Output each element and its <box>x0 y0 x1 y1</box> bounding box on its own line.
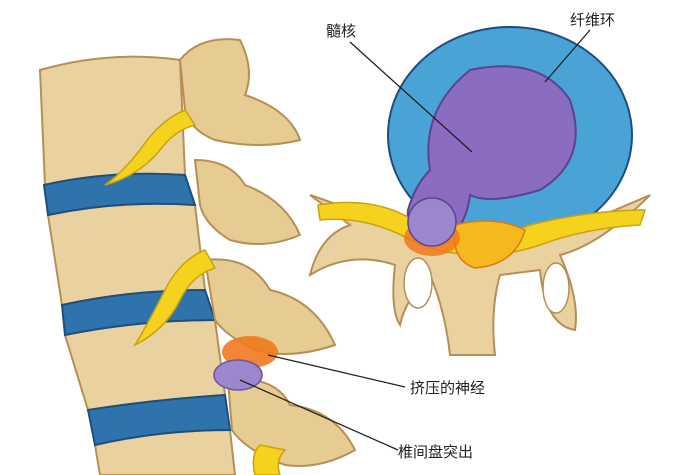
leader-line-nucleus <box>349 41 473 153</box>
spinous-process <box>203 258 337 355</box>
herniated-disc <box>213 359 263 391</box>
foramen <box>542 262 570 314</box>
foramen <box>403 257 433 309</box>
nerve-root <box>133 249 217 347</box>
spinous-process <box>178 38 302 146</box>
label-disc-herniation: 椎间盘突出 <box>398 443 474 461</box>
label-compressed-nerve: 挤压的神经 <box>410 379 486 397</box>
disc-cross-section <box>308 26 651 356</box>
leader-line-herniation <box>239 379 399 451</box>
leader-line-nerve <box>267 354 406 388</box>
label-annulus-fibrosus: 纤维环 <box>570 11 616 29</box>
leader-line-annulus <box>544 29 591 83</box>
spinous-process <box>193 158 302 245</box>
compressed-spinal-cord <box>453 220 526 269</box>
label-nucleus-pulposus: 髓核 <box>326 22 357 40</box>
nerve-root <box>104 109 197 186</box>
intervertebral-disc <box>86 393 232 447</box>
nucleus-pulposus <box>406 65 577 247</box>
herniated-nucleus <box>407 197 457 247</box>
spine-column <box>38 38 357 475</box>
vertebral-body <box>38 55 187 187</box>
nerve-root <box>252 444 287 475</box>
intervertebral-disc <box>42 172 197 217</box>
